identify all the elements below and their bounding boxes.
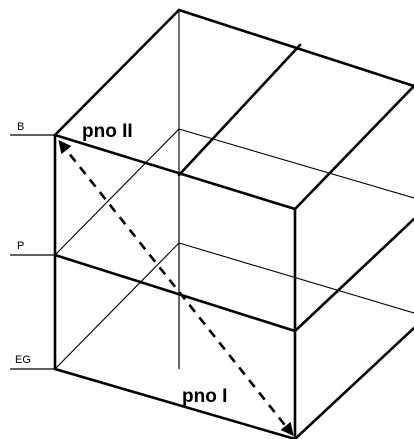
visible-edges [53,8,414,439]
back-mid-right-edge [178,128,414,199]
bottom-front-edge [53,367,297,439]
plane-label-lower: pno I [182,386,227,407]
level-label-b: B [17,121,24,133]
plane-label-upper: pno II [82,121,133,142]
diagonal-dashed-arrow [58,139,294,437]
top-front-edge [53,133,297,211]
mid-right-edge [293,217,414,333]
level-lines [10,134,55,370]
top-left-edge [53,8,181,137]
back-mid-left-edge [54,128,180,256]
top-face-divider [177,43,302,177]
top-right-edge [293,84,414,211]
level-label-p: P [17,240,24,252]
level-label-eg: EG [15,354,31,366]
bottom-right-edge [293,326,414,439]
